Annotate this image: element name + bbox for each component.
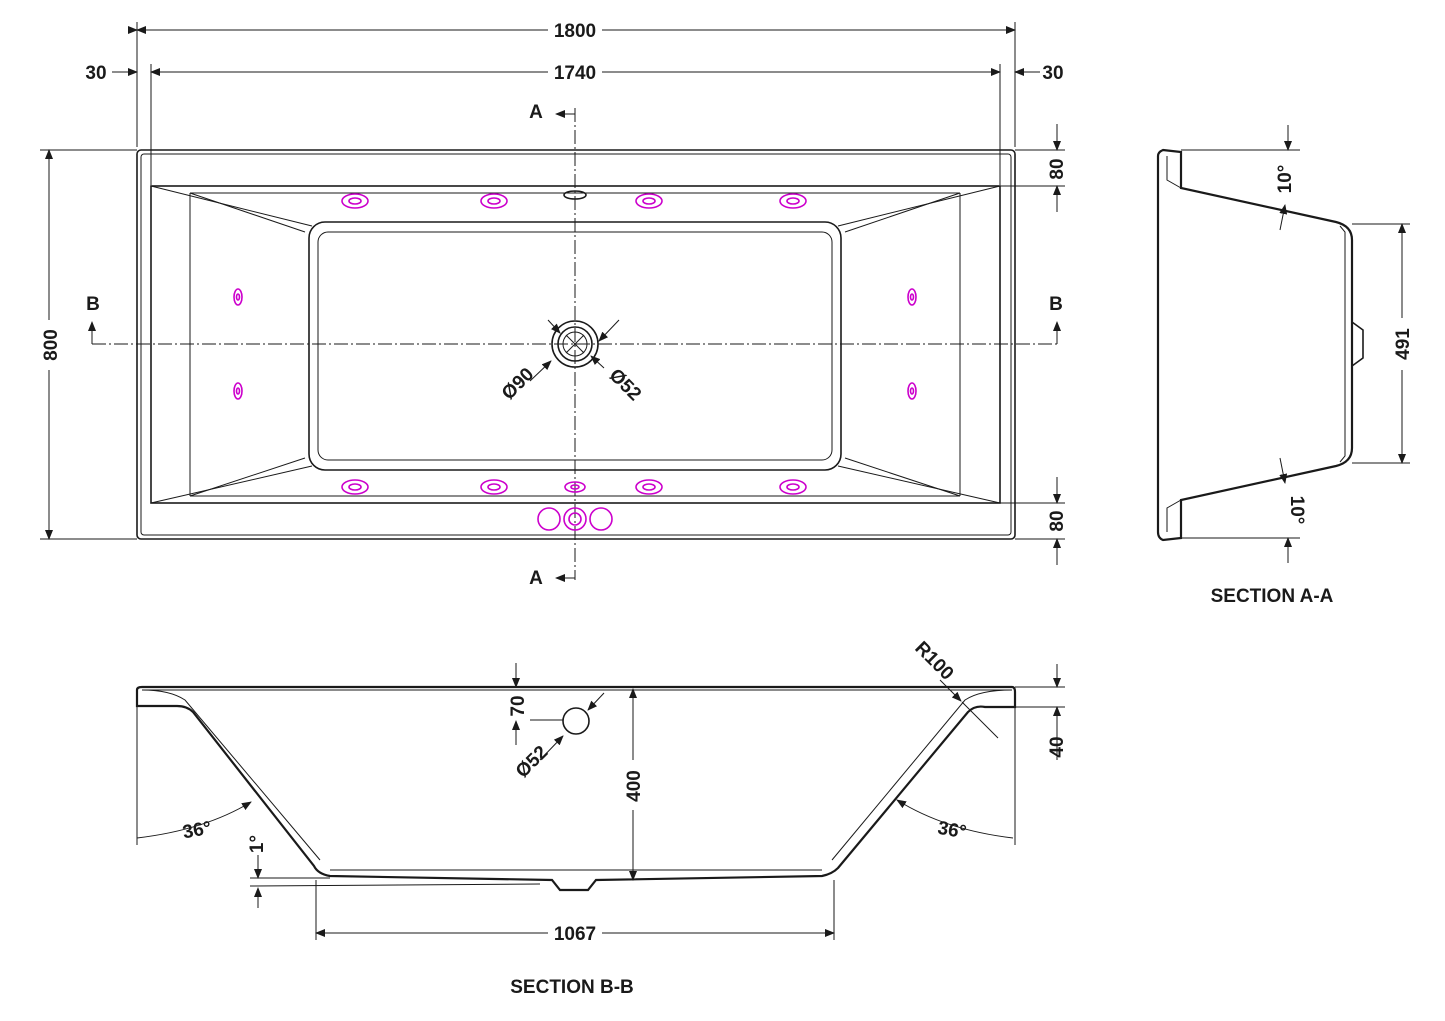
waste-outlet — [551, 190, 599, 368]
whirlpool-jets — [233, 193, 917, 531]
section-marker-b-left: B — [86, 294, 100, 315]
dim-800: 800 — [41, 329, 62, 361]
dim-80-bottom: 80 — [1047, 510, 1068, 531]
section-bb-view: 70 Ø52 400 40 R100 36° 36° 1° — [135, 638, 1068, 998]
dim-bb-70: 70 — [508, 695, 529, 716]
section-bb-title: SECTION B-B — [510, 977, 634, 998]
dim-bb-angle-left: 36° — [181, 818, 213, 844]
overflow-hole — [562, 707, 590, 735]
dim-waste-52: Ø52 — [605, 365, 645, 405]
dim-bb-angle-right: 36° — [936, 818, 968, 844]
dim-30-right: 30 — [1042, 63, 1063, 84]
section-marker-b-right: B — [1049, 294, 1063, 315]
section-aa-view: 10° 10° 491 SECTION A-A — [1156, 125, 1414, 607]
section-marker-a-top: A — [529, 102, 543, 123]
dim-bb-40: 40 — [1047, 736, 1068, 757]
dim-1800: 1800 — [554, 21, 596, 42]
dim-1740: 1740 — [554, 63, 596, 84]
dim-waste-90: Ø90 — [498, 364, 538, 404]
dim-aa-angle-top: 10° — [1275, 165, 1296, 194]
dim-bb-overflow-52: Ø52 — [512, 742, 552, 782]
dim-bb-400: 400 — [624, 770, 645, 802]
dim-30-left: 30 — [85, 63, 106, 84]
section-aa-title: SECTION A-A — [1211, 586, 1334, 607]
dim-aa-angle-bottom: 10° — [1286, 496, 1307, 525]
plan-view: 1800 1740 30 30 800 80 80 — [40, 21, 1068, 589]
section-marker-a-bottom: A — [529, 568, 543, 589]
dim-bb-r100: R100 — [910, 638, 957, 685]
dim-aa-491: 491 — [1393, 328, 1414, 360]
section-aa-profile — [1156, 148, 1354, 542]
section-bb-profile — [135, 685, 1017, 892]
dim-80-top: 80 — [1047, 158, 1068, 179]
dim-bb-1067: 1067 — [554, 924, 596, 945]
dim-bb-1deg: 1° — [247, 835, 268, 853]
